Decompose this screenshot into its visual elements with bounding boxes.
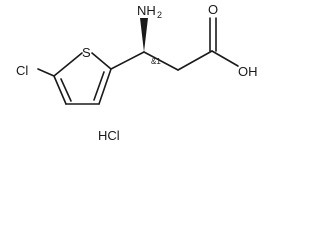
atom-hydroxyl-label: OH	[238, 64, 258, 79]
atom-chlorine-label: Cl	[16, 63, 28, 78]
bond-ch2-cooh	[177, 50, 213, 71]
bond-c5-stereocenter	[110, 51, 145, 70]
bond-c4-c5-inner	[93, 71, 105, 101]
bond-c-oh	[211, 50, 239, 67]
stereo-descriptor: &1	[151, 57, 161, 66]
bond-c2-c3-inner	[60, 78, 72, 102]
bond-c2-c3	[53, 75, 67, 105]
atom-amine-subscript: 2	[157, 10, 162, 20]
atom-sulfur-label: S	[82, 45, 91, 60]
bond-s-c2	[53, 52, 83, 77]
bond-c4-c5	[98, 68, 112, 105]
salt-label: HCl	[98, 128, 120, 143]
bond-stereocenter-ch2	[143, 51, 179, 71]
bond-c5-s	[91, 52, 112, 70]
atom-carbonyl-oxygen-label: O	[208, 2, 218, 17]
chemical-structure: NH 2 O S Cl OH &1 HCl	[16, 2, 258, 143]
bond-c-cl	[37, 68, 55, 77]
wedge-bond-n	[140, 18, 148, 52]
atom-amine-label: NH	[137, 3, 156, 18]
